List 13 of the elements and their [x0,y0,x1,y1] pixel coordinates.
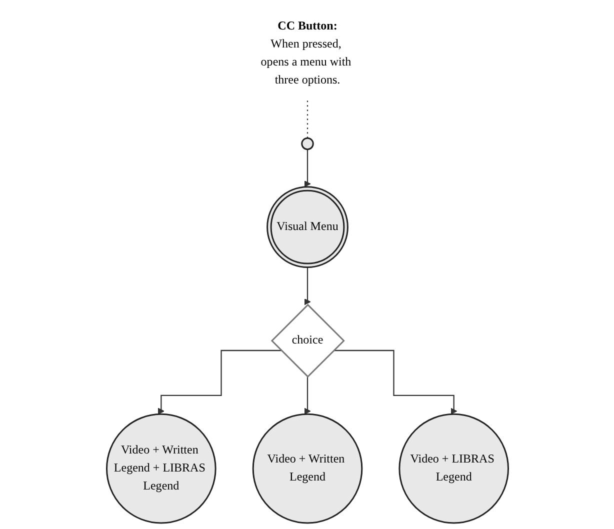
arrow [304,148,310,188]
arrow [333,350,457,414]
arrow [304,266,310,306]
node-circle [300,137,314,150]
arrow [304,376,310,414]
node-diamond: choice [270,304,344,378]
connector [306,100,308,139]
node-text: CC Button: When pressed, opens a menu with three options. [260,20,351,86]
node-circle: Video + Written Legend + LIBRAS Legend [106,413,216,524]
node-circle: Video + LIBRAS Legend [398,413,508,524]
arrow [157,350,281,414]
node-circle: Video + Written Legend [252,413,362,524]
node-circle: Visual Menu [266,186,348,268]
